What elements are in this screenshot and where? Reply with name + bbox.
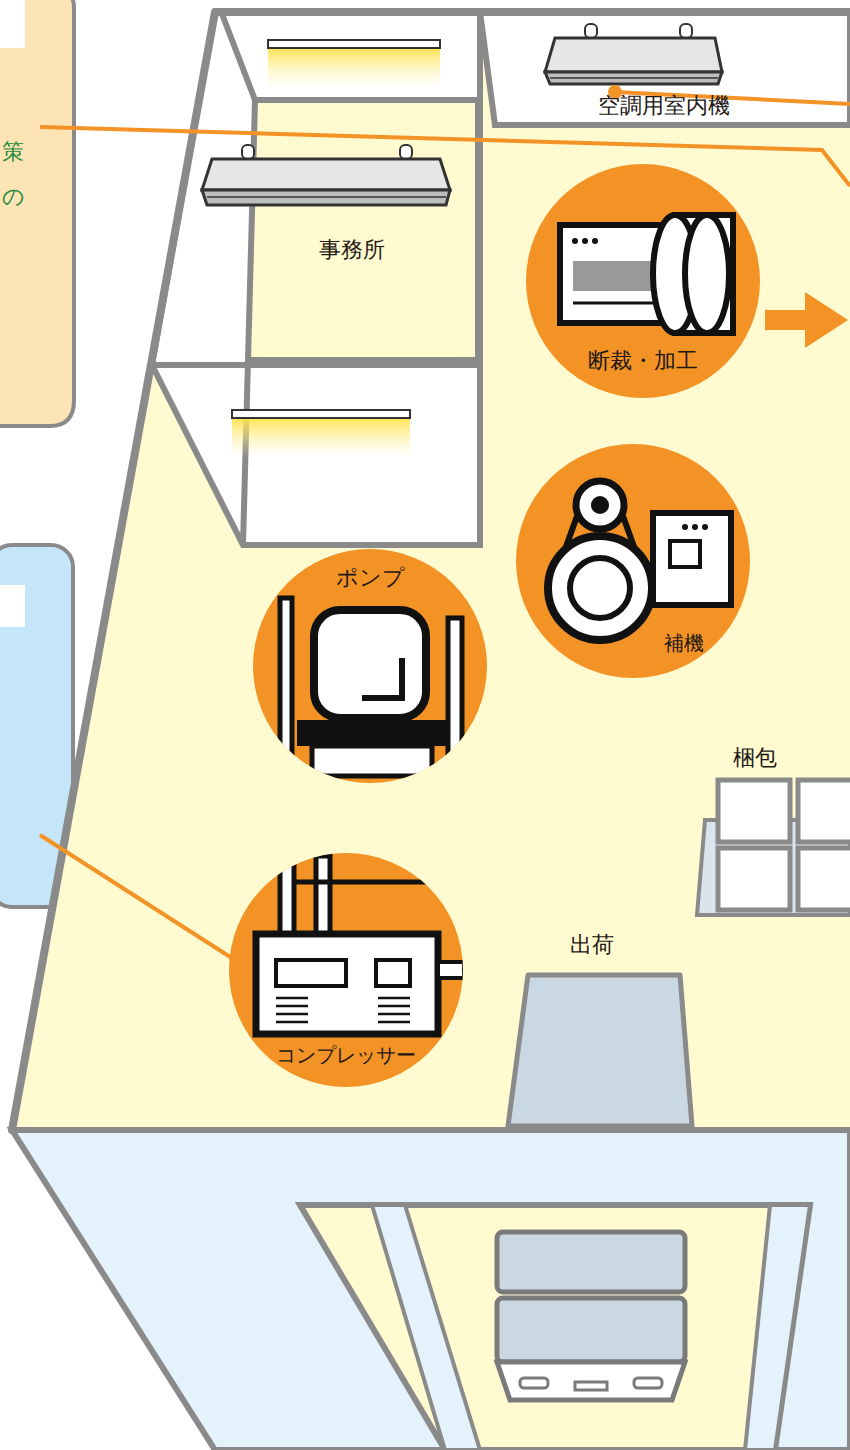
- panel-text: の: [2, 185, 25, 209]
- equipment-circle: コンプレッサー: [228, 852, 464, 1088]
- light-glow: [232, 418, 410, 458]
- ac-indoor-unit: [202, 145, 450, 205]
- circle-shape: [515, 443, 751, 679]
- equipment-circle: 補機: [515, 443, 751, 679]
- ceiling: [480, 12, 850, 125]
- area-label: 梱包: [733, 746, 777, 770]
- front-wall: [12, 1130, 850, 1450]
- area-label: 出荷: [570, 933, 614, 957]
- panel-header: [0, 585, 25, 627]
- ac-indoor-unit: [545, 24, 722, 84]
- equipment-circle: ポンプ: [252, 548, 488, 784]
- leader-line: [40, 835, 238, 962]
- flow-arrow: [765, 292, 848, 348]
- packing-boxes: [697, 780, 850, 915]
- equipment-label: 空調用室内機: [598, 94, 730, 118]
- truck: [497, 1232, 685, 1400]
- node-label: ポンプ: [336, 566, 405, 590]
- light-glow: [268, 48, 440, 88]
- process-circle: 断裁・加工: [525, 163, 761, 399]
- room-label: 事務所: [319, 238, 385, 262]
- panel-header: [0, 0, 25, 48]
- panel-text: 策: [2, 140, 24, 164]
- factory-floor: [12, 12, 850, 1130]
- shipping-platform: [508, 975, 692, 1126]
- dock-opening: [300, 1205, 810, 1450]
- fluorescent-light: [268, 40, 440, 48]
- leader-line: [40, 127, 850, 186]
- node-label: コンプレッサー: [276, 1045, 416, 1067]
- callout-panel: [0, 0, 74, 426]
- fluorescent-light: [232, 410, 410, 418]
- node-label: 補機: [664, 633, 704, 655]
- node-label: 断裁・加工: [588, 349, 698, 373]
